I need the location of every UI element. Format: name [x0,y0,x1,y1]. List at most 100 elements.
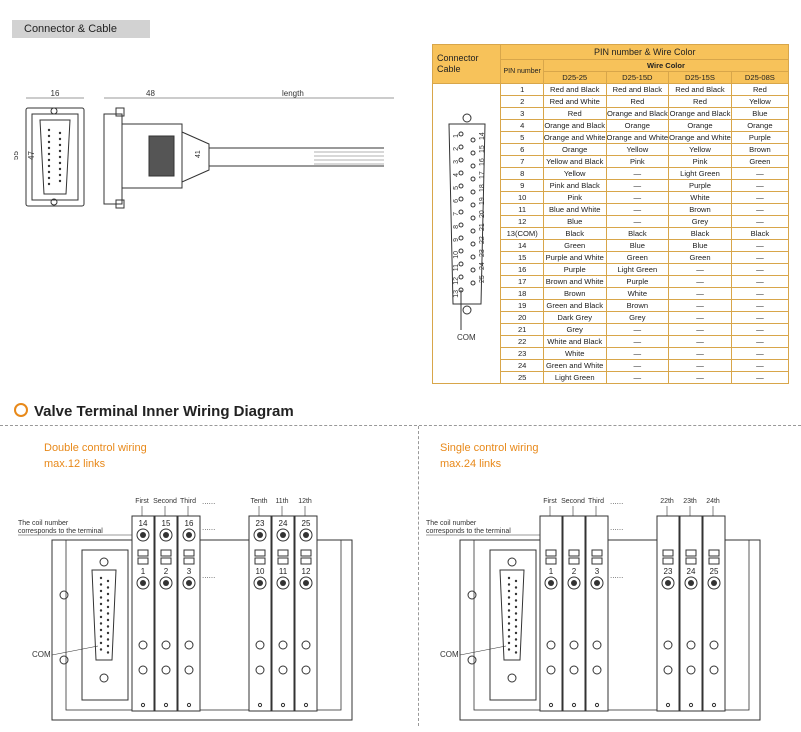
connector-pin [99,615,103,619]
bottom-coil-core [711,580,717,586]
led-window [160,549,172,557]
com-label: COM [32,650,51,659]
connector-pin [507,641,511,645]
circle-bullet-icon [14,403,28,417]
bottom-coil-core [594,580,600,586]
port-icon [663,665,673,675]
port-icon [546,640,556,650]
wire-color-cell: Brown [542,287,607,300]
wire-color-cell: — [668,299,732,312]
screw-icon [507,673,517,683]
connector-drawing: 16 55 47 48 length 41 [14,89,394,209]
bottom-terminal-number: 11 [279,567,288,576]
led-window [137,557,149,565]
bottom-terminal-number: 12 [302,567,311,576]
pin-number-cell: 25 [500,371,544,384]
pin-number-cell: 10 [500,191,544,204]
connector-pin [106,644,110,648]
connector-block [489,549,537,701]
connector-pin [99,628,103,632]
pin-number-cell: 11 [500,203,544,216]
port-icon [546,665,556,675]
connector-pin [507,628,511,632]
top-coil-core [163,532,169,538]
led-window [568,549,580,557]
connector-pin [514,618,518,622]
bottom-coil-icon [707,576,721,590]
connector-pin [99,635,103,638]
wire-color-cell: — [730,347,790,360]
connector-pin [514,651,518,654]
wire-color-cell: Orange and White [542,131,607,144]
wire-color-cell: Yellow and Black [542,155,607,168]
connector-pin [99,583,103,586]
pin-number-cell: 1 [500,83,544,96]
connector-pin [106,592,110,596]
wire-color-cell: — [605,359,670,372]
led-window [545,549,557,557]
wire-color-cell: Red and Black [605,83,670,96]
connector-pin [507,648,511,651]
dim-55: 55 [14,151,20,160]
top-terminal-number: 14 [139,519,148,528]
led-window [591,557,603,565]
wire-color-cell: Red [542,107,607,120]
port-icon [138,640,148,650]
pin-number-cell: 5 [500,131,544,144]
bottom-terminal-number: 25 [710,567,719,576]
svg-text:4: 4 [453,173,460,177]
svg-text:9: 9 [453,238,460,242]
wire-color-cell: — [668,347,732,360]
svg-text:17: 17 [479,171,486,179]
svg-text:2: 2 [453,147,460,151]
port-icon [686,640,696,650]
wire-color-cell: Light Green [542,371,607,384]
wire-color-cell: — [730,179,790,192]
wire-color-cell: Brown [605,299,670,312]
port-icon [301,640,311,650]
wire-color-cell: Red [605,95,670,108]
wire-color-cell: Red [730,83,790,96]
pin-number-cell: 6 [500,143,544,156]
led-window [254,549,266,557]
connector-pin [507,576,511,580]
wire-color-cell: White and Black [542,335,607,348]
screw-hole [711,702,717,708]
top-coil-core [280,532,286,538]
top-terminal-number: 25 [302,519,311,528]
wire-color-cell: Red and Black [542,83,607,96]
com-label: COM [440,650,459,659]
wire-color-cell: Blue [668,239,732,252]
wire-color-cell: — [668,371,732,384]
pin-number-cell: 17 [500,275,544,288]
wire-color-cell: Orange [668,119,732,132]
screw-hole [665,702,671,708]
bottom-terminal-number: 1 [141,567,146,576]
led-window [300,549,312,557]
position-label: 11th [275,498,288,505]
wire-color-cell: — [730,311,790,324]
column-header: D25-25 [542,71,607,84]
bottom-coil-icon [159,576,173,590]
section-title-connector-cable: Connector & Cable [12,20,150,38]
wire-color-cell: Orange and Black [668,107,732,120]
wire-color-cell: — [730,287,790,300]
valve-body [702,515,726,712]
svg-text:16: 16 [479,158,486,166]
bottom-coil-icon [590,576,604,590]
connector-pin [99,596,103,599]
port-icon [709,640,719,650]
svg-text:1: 1 [453,134,460,138]
top-coil-icon [299,528,313,542]
position-label: 12th [298,498,312,505]
screw-hole [594,702,600,708]
port-icon [184,665,194,675]
connector-pin [514,625,518,628]
connector-pin [106,579,110,583]
top-coil-icon [136,528,150,542]
position-label: First [135,498,149,505]
